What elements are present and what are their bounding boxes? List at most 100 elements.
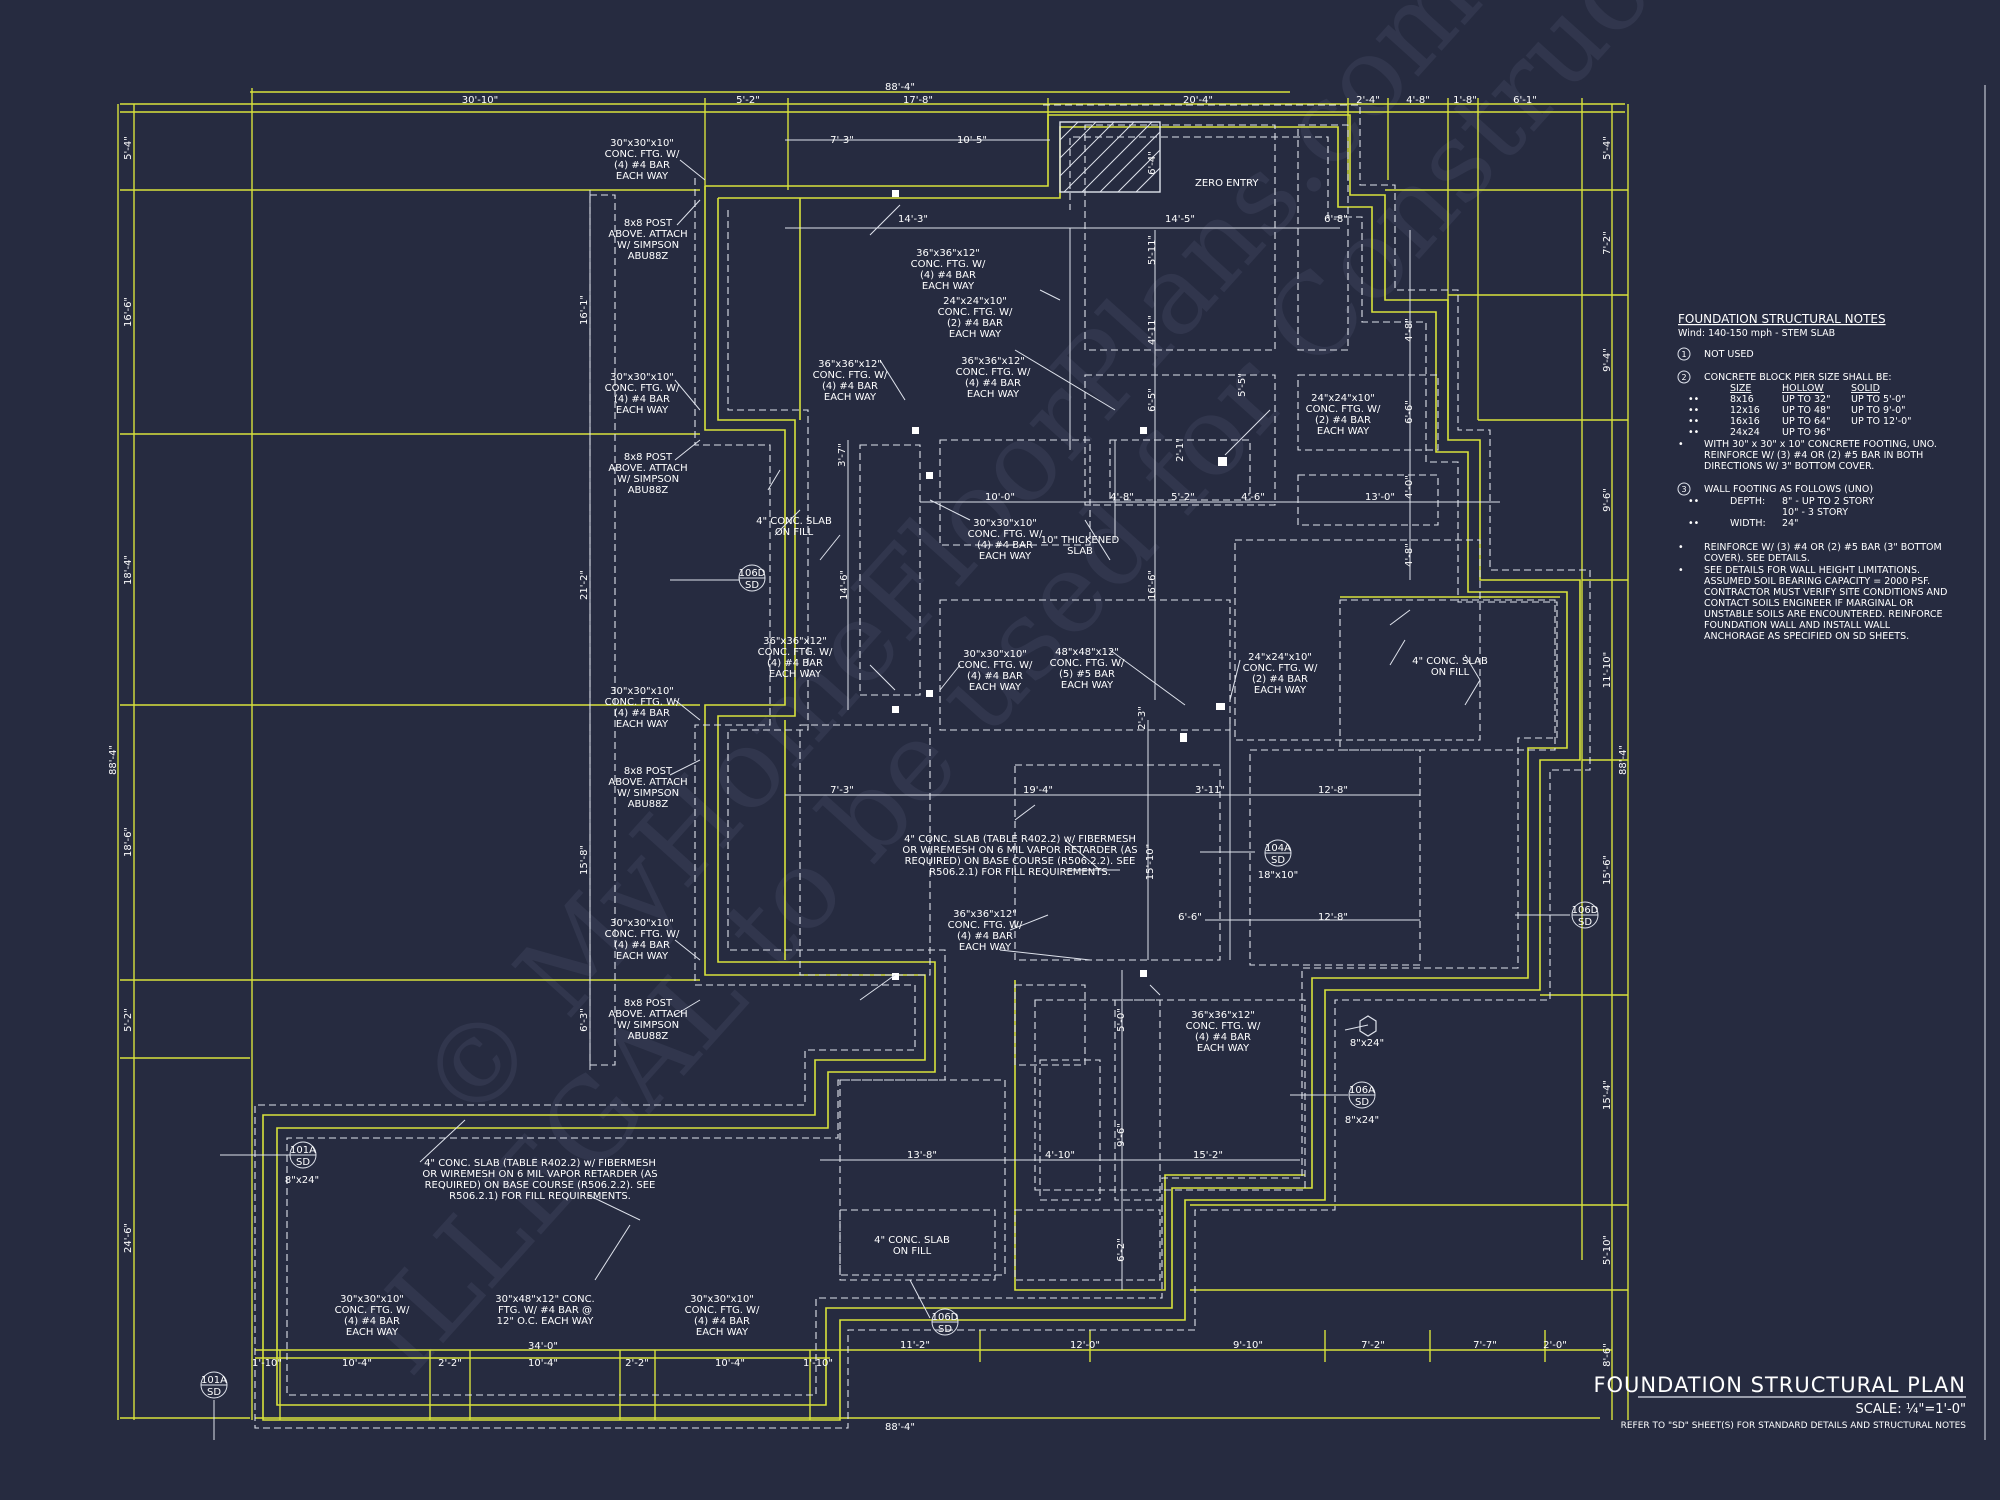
callout-text: W/ SIMPSON (617, 788, 679, 799)
callout-text: EACH WAY (969, 682, 1022, 693)
callout-text: 30"x48"x12" CONC. (495, 1294, 594, 1305)
callout-text: 4" CONC. SLAB (1412, 656, 1488, 667)
left-inner-dim: 16'-1" (579, 295, 590, 325)
callout-ftg24-c: 24"x24"x10" CONC. FTG. W/ (2) #4 BAR EAC… (1243, 652, 1318, 696)
section-tag: 101A SD (289, 1141, 317, 1169)
note-text: CONCRETE BLOCK PIER SIZE SHALL BE: (1704, 372, 1892, 383)
interior-dim: 14'-3" (898, 214, 928, 225)
section-tag-id: 106A (1349, 1085, 1375, 1096)
left-dim: 18'-6" (123, 827, 134, 857)
leader-lines (213, 159, 1570, 1440)
bullet: • (1678, 565, 1684, 576)
interior-vdim: 5'-11" (1147, 235, 1158, 265)
callout-ftg48: 48"x48"x12" CONC. FTG. W/ (5) #5 BAR EAC… (1050, 647, 1125, 691)
garage-dim: 2'-2" (625, 1358, 649, 1369)
callout-ftg36-c: 36"x36"x12" CONC. FTG. W/ (4) #4 BAR EAC… (956, 356, 1031, 400)
callout-garage-ftg-1: 30"x30"x10" CONC. FTG. W/ (4) #4 BAR EAC… (335, 1294, 410, 1338)
callout-text: ON FILL (893, 1246, 932, 1257)
bullet: •• (1688, 427, 1699, 438)
right-dim: 15'-6" (1602, 855, 1613, 885)
callout-ftg36-e: 36"x36"x12" CONC. FTG. W/ (4) #4 BAR EAC… (948, 909, 1023, 953)
pier-cell: 8x16 (1730, 394, 1754, 405)
callout-text: EACH WAY (769, 669, 822, 680)
pier-cell: 24x24 (1730, 427, 1760, 438)
note-text: DEPTH: (1730, 496, 1765, 507)
pier-posts (892, 190, 1227, 980)
left-inner-dim: 6'-3" (579, 1008, 590, 1032)
pier-cell: UP TO 64" (1782, 416, 1830, 427)
interior-dim: 6'-8" (1324, 214, 1348, 225)
pier-col-header: SOLID (1851, 383, 1880, 394)
section-tag-id: 106D (739, 568, 766, 579)
callout-ftg36-a: 36"x36"x12" CONC. FTG. W/ (4) #4 BAR EAC… (911, 248, 986, 292)
interior-dim: 4'-6" (1241, 492, 1265, 503)
callout-text: 24"x24"x10" (1311, 393, 1375, 404)
interior-dim: 10'-0" (985, 492, 1015, 503)
right-dim: 9'-4" (1602, 348, 1613, 372)
note-text: WALL FOOTING AS FOLLOWS (UNO) (1704, 484, 1873, 495)
callout-text: R506.2.1) FOR FILL REQUIREMENTS. (929, 867, 1111, 878)
note-text: NOT USED (1704, 349, 1754, 360)
callout-text: (4) #4 BAR (965, 378, 1021, 389)
note-text: COVER). SEE DETAILS. (1704, 553, 1810, 564)
callout-text: 30"x30"x10" (610, 138, 674, 149)
interior-dim: 15'-2" (1193, 1150, 1223, 1161)
callout-text: 8x8 POST (624, 452, 673, 463)
interior-vdim: 6'-5" (1147, 388, 1158, 412)
callout-text: CONC. FTG. W/ (958, 660, 1033, 671)
callout-text: EACH WAY (1061, 680, 1114, 691)
interior-dimensions: 7'-3" 10'-5" 14'-3" 14'-5" 6'-8" 10'-0" … (830, 135, 1415, 1262)
callout-slab-1: 4" CONC. SLAB ON FILL (756, 516, 832, 538)
bottom-dim: 12'-0" (1070, 1340, 1100, 1351)
interior-vdim: 6'-4" (1147, 151, 1158, 175)
size-label: 8"x24" (1350, 1038, 1384, 1049)
plan-title: FOUNDATION STRUCTURAL PLAN (1593, 1373, 1966, 1397)
callout-post-1: 8x8 POST ABOVE. ATTACH W/ SIMPSON ABU88Z (608, 218, 687, 262)
note-text: UNSTABLE SOILS ARE ENCOUNTERED. REINFORC… (1704, 609, 1943, 620)
pier-cell: UP TO 9'-0" (1851, 405, 1906, 416)
callout-text: (4) #4 BAR (614, 160, 670, 171)
callout-text: 24"x24"x10" (943, 296, 1007, 307)
section-tag: 106D SD (931, 1308, 959, 1336)
zero-entry-pad (1059, 121, 1161, 193)
callout-text: CONC. FTG. W/ (685, 1305, 760, 1316)
note-text: 8" - UP TO 2 STORY (1782, 496, 1874, 507)
bottom-dim: 7'-2" (1361, 1340, 1385, 1351)
callout-text: 30"x30"x10" (610, 918, 674, 929)
note-number: 1 (1681, 350, 1686, 359)
callout-text: EACH WAY (616, 405, 669, 416)
callout-text: EACH WAY (949, 329, 1002, 340)
callout-text: EACH WAY (696, 1327, 749, 1338)
note-text: 24" (1782, 518, 1798, 529)
section-tag-id: 106D (1572, 905, 1599, 916)
callout-text: CONC. FTG. W/ (1306, 404, 1381, 415)
callout-text: W/ SIMPSON (617, 240, 679, 251)
callout-text: CONC. FTG. W/ (1243, 663, 1318, 674)
note-text: 10" - 3 STORY (1782, 507, 1848, 518)
garage-dim: 10'-4" (715, 1358, 745, 1369)
note-number: 3 (1681, 485, 1686, 494)
bottom-overall-dim: 88'-4" (885, 1422, 915, 1433)
section-tag: 106D SD (738, 564, 766, 592)
callout-text: EACH WAY (1197, 1043, 1250, 1054)
callout-text: (4) #4 BAR (957, 931, 1013, 942)
callout-text: 36"x36"x12" (961, 356, 1025, 367)
callout-ftg-4: 30"x30"x10" CONC. FTG. W/ (4) #4 BAR EAC… (605, 918, 680, 962)
garage-overall-dim: 34'-0" (528, 1341, 558, 1352)
callout-text: CONC. FTG. W/ (956, 367, 1031, 378)
callout-text: (4) #4 BAR (344, 1316, 400, 1327)
callout-text: OR WIREMESH ON 6 MIL VAPOR RETARDER (AS (902, 845, 1137, 856)
right-dimensions: 88'-4" 5'-4" 7'-2" 9'-4" 9'-6" 11'-10" 1… (1602, 136, 1629, 1367)
note-number: 2 (1681, 373, 1686, 382)
callout-text: ABU88Z (628, 251, 669, 262)
callout-text: (4) #4 BAR (967, 671, 1023, 682)
callout-text: (2) #4 BAR (1252, 674, 1308, 685)
callout-text: 8x8 POST (624, 766, 673, 777)
note-text: CONTRACTOR MUST VERIFY SITE CONDITIONS A… (1704, 587, 1947, 598)
bullet: • (1678, 439, 1684, 450)
interior-dim: 13'-0" (1365, 492, 1395, 503)
footing-outlines (254, 104, 1591, 1429)
right-dim: 11'-10" (1602, 652, 1613, 688)
callout-text: 36"x36"x12" (763, 636, 827, 647)
callout-text: (4) #4 BAR (614, 708, 670, 719)
